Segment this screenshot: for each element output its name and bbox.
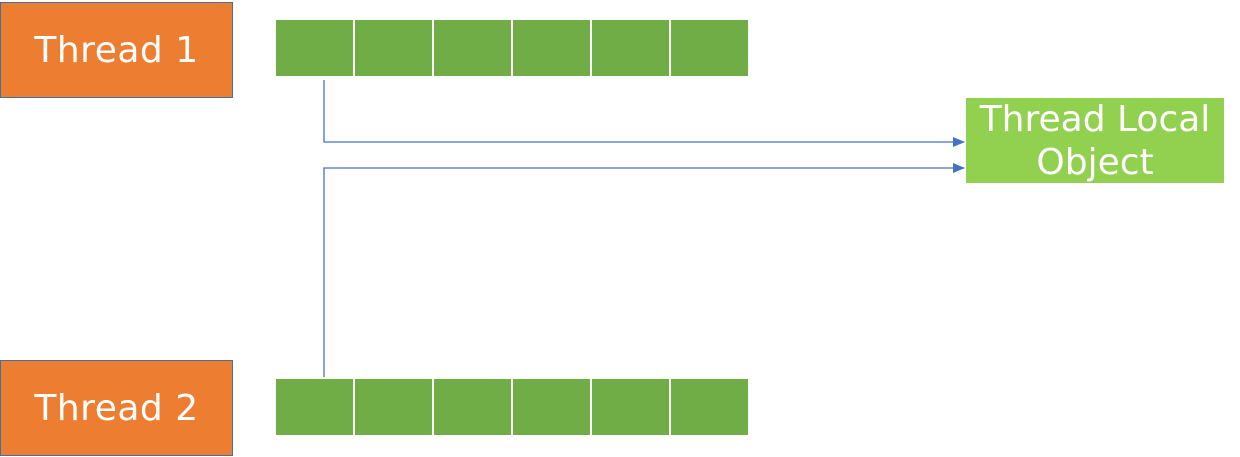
thread-1-slot xyxy=(276,20,353,76)
thread-1-slot xyxy=(592,20,669,76)
thread-2-box: Thread 2 xyxy=(0,360,233,456)
thread-2-slot xyxy=(355,379,432,435)
thread1-to-object-arrow xyxy=(323,80,965,147)
thread-2-slot xyxy=(513,379,590,435)
thread-2-slot xyxy=(434,379,511,435)
thread-1-slot xyxy=(355,20,432,76)
thread-1-slot xyxy=(434,20,511,76)
thread-local-object-label: Thread Local Object xyxy=(979,98,1211,183)
thread-2-slot-array xyxy=(276,379,748,435)
thread-1-slot xyxy=(513,20,590,76)
thread-2-slot xyxy=(592,379,669,435)
thread2-to-object-arrow xyxy=(323,163,965,377)
thread-2-slot xyxy=(276,379,353,435)
thread-1-label: Thread 1 xyxy=(34,29,199,71)
thread-1-slot xyxy=(671,20,748,76)
thread-1-slot-array xyxy=(276,20,748,76)
thread-2-slot xyxy=(671,379,748,435)
thread-local-object-box: Thread Local Object xyxy=(966,98,1224,183)
thread-1-box: Thread 1 xyxy=(0,2,233,98)
thread-2-label: Thread 2 xyxy=(34,387,199,429)
